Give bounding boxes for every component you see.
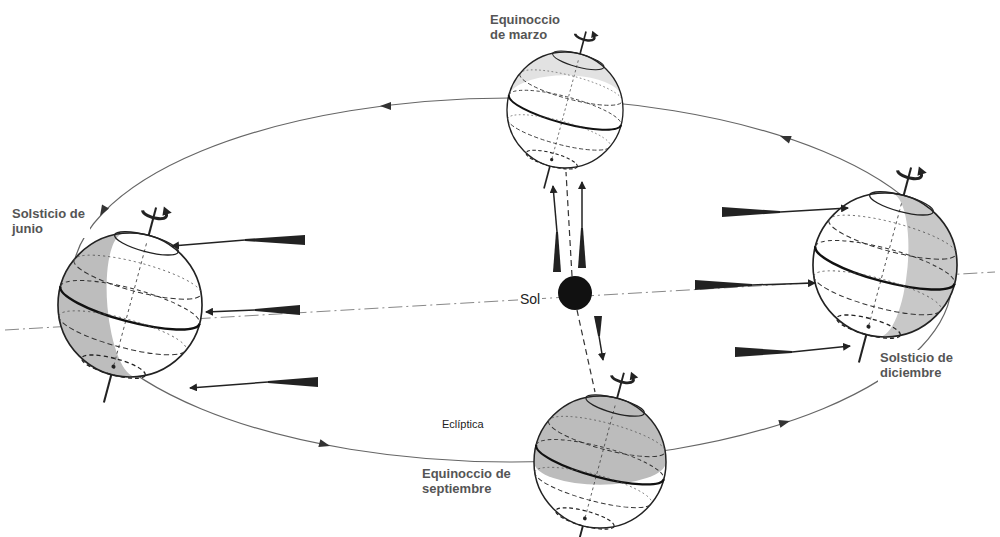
season-label: Equinoccio de septiembre xyxy=(420,466,520,498)
season-label: Solsticio de diciembre xyxy=(878,350,968,382)
sun-label: Sol xyxy=(518,290,542,308)
orbit-label: Eclíptica xyxy=(440,417,486,432)
season-label: Solsticio de junio xyxy=(10,206,90,238)
season-label: Equinoccio de marzo xyxy=(488,12,572,44)
